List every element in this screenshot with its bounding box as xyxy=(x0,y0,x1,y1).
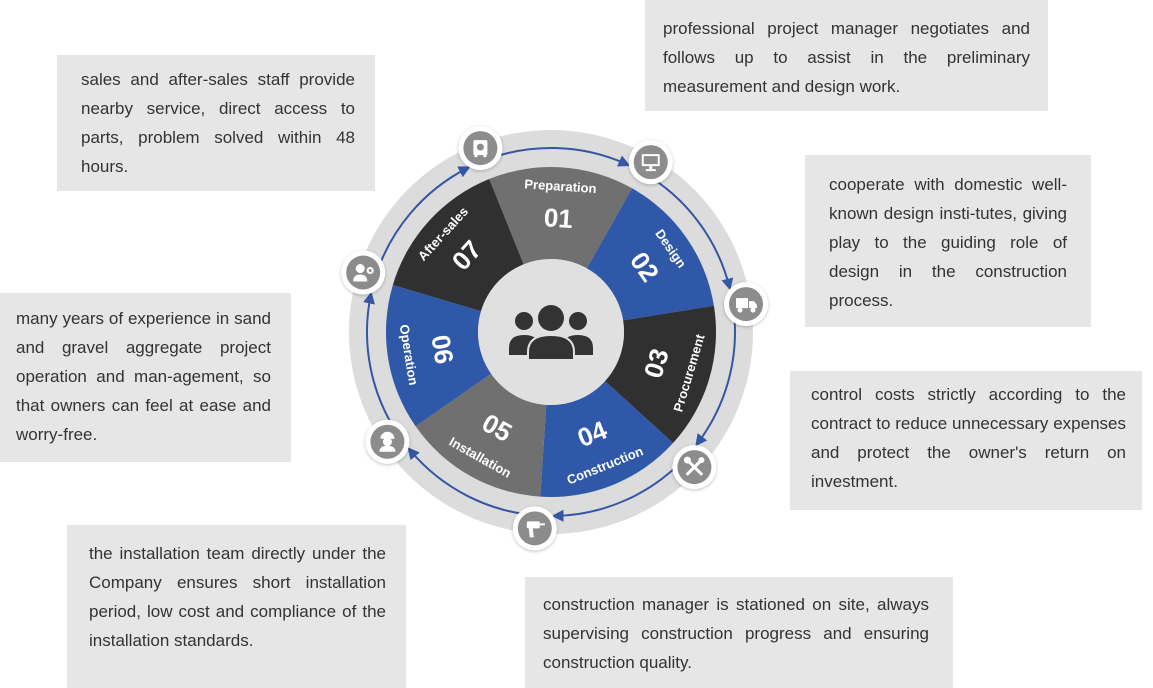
segment-construction xyxy=(540,381,674,497)
worker-icon xyxy=(365,419,410,464)
segment-number-01: 01 xyxy=(543,202,574,234)
segment-preparation xyxy=(489,166,633,269)
procurement-text: control costs strictly according to the … xyxy=(811,385,1126,491)
monitor-icon xyxy=(628,140,673,185)
design-text: cooperate with domestic well-known desig… xyxy=(829,175,1067,310)
truck-icon xyxy=(724,282,769,327)
procurement-description: control costs strictly according to the … xyxy=(790,371,1142,510)
segment-after-sales xyxy=(392,179,524,312)
segment-label-preparation: Preparation xyxy=(524,176,597,196)
team-icon xyxy=(509,305,593,361)
segment-number-06: 06 xyxy=(425,333,459,366)
construction-text: construction manager is stationed on sit… xyxy=(543,595,929,672)
segment-operation xyxy=(385,284,492,427)
segment-installation xyxy=(415,373,547,497)
process-segments: Preparation01Design02Procurement03Constr… xyxy=(385,166,716,497)
preparation-text: professional project manager negotiates … xyxy=(663,19,1030,96)
segment-design xyxy=(586,188,714,321)
segment-procurement xyxy=(605,305,716,444)
after-sales-description: sales and after-sales staff provide near… xyxy=(57,55,375,191)
construction-description: construction manager is stationed on sit… xyxy=(525,577,953,688)
design-description: cooperate with domestic well-known desig… xyxy=(805,155,1091,327)
installation-text: the installation team directly under the… xyxy=(89,544,386,650)
drill-icon xyxy=(512,506,557,551)
after-sales-text: sales and after-sales staff provide near… xyxy=(81,70,355,176)
operation-text: many years of experience in sand and gra… xyxy=(16,309,271,444)
center-hub xyxy=(478,259,624,405)
preparation-description: professional project manager negotiates … xyxy=(645,0,1048,111)
tools-icon xyxy=(672,445,717,490)
safe-icon xyxy=(458,126,503,171)
step-icon-badges xyxy=(341,126,769,551)
operation-description: many years of experience in sand and gra… xyxy=(0,293,291,462)
installation-description: the installation team directly under the… xyxy=(67,525,406,688)
service-person-icon xyxy=(341,250,386,295)
